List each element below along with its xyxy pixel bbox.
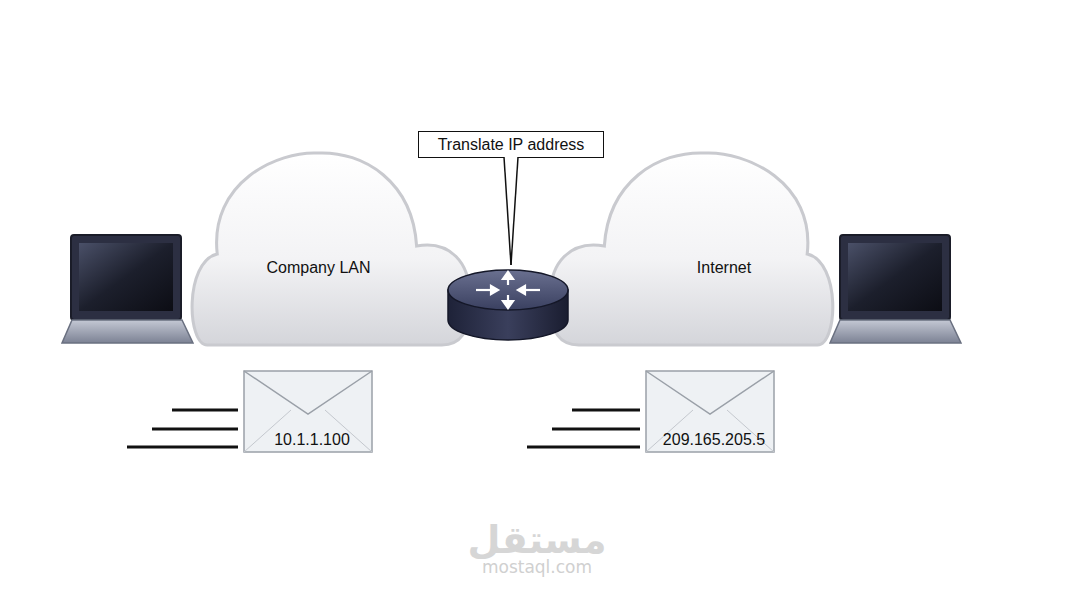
pointer-line: [504, 157, 511, 265]
envelope-flap: [244, 371, 372, 414]
laptop-right: [830, 235, 961, 343]
cloud-label: Internet: [578, 258, 870, 277]
cloud-shape: Internet: [548, 150, 840, 347]
laptop-left: [62, 235, 193, 343]
envelope-flap: [646, 371, 774, 414]
cloud-outline: [185, 150, 472, 347]
router-symbol: [448, 270, 568, 340]
watermark-url: mostaql.com: [437, 557, 637, 577]
envelope-packet: 10.1.1.100: [243, 370, 373, 453]
pointer-fill: [504, 157, 518, 265]
laptop-base: [830, 320, 961, 343]
watermark-logo: مستقل: [437, 518, 637, 562]
router-arrows: [476, 272, 540, 308]
cloud-outline: [548, 150, 840, 347]
laptop-screen: [848, 243, 942, 311]
pointer-gap: [505, 156, 518, 160]
router-body: [448, 290, 568, 340]
cloud-shape: Company LAN: [185, 150, 472, 347]
ip-address: 10.1.1.100: [247, 430, 377, 449]
callout-pointer: [504, 156, 518, 266]
speed-lines: [127, 410, 640, 447]
envelope-packet: 209.165.205.5: [645, 370, 775, 453]
pointer-line: [511, 157, 518, 265]
laptop-monitor: [71, 235, 181, 320]
callout-box: Translate IP address: [418, 131, 604, 158]
laptop-screen: [79, 243, 173, 311]
cloud-path: [551, 153, 833, 345]
callout-text: Translate IP address: [419, 135, 603, 154]
cloud-path: [192, 153, 469, 345]
laptop-base: [62, 320, 193, 343]
cloud-label: Company LAN: [175, 258, 462, 277]
laptop-monitor: [840, 235, 950, 320]
router-top: [448, 270, 568, 310]
ip-address: 209.165.205.5: [649, 430, 779, 449]
